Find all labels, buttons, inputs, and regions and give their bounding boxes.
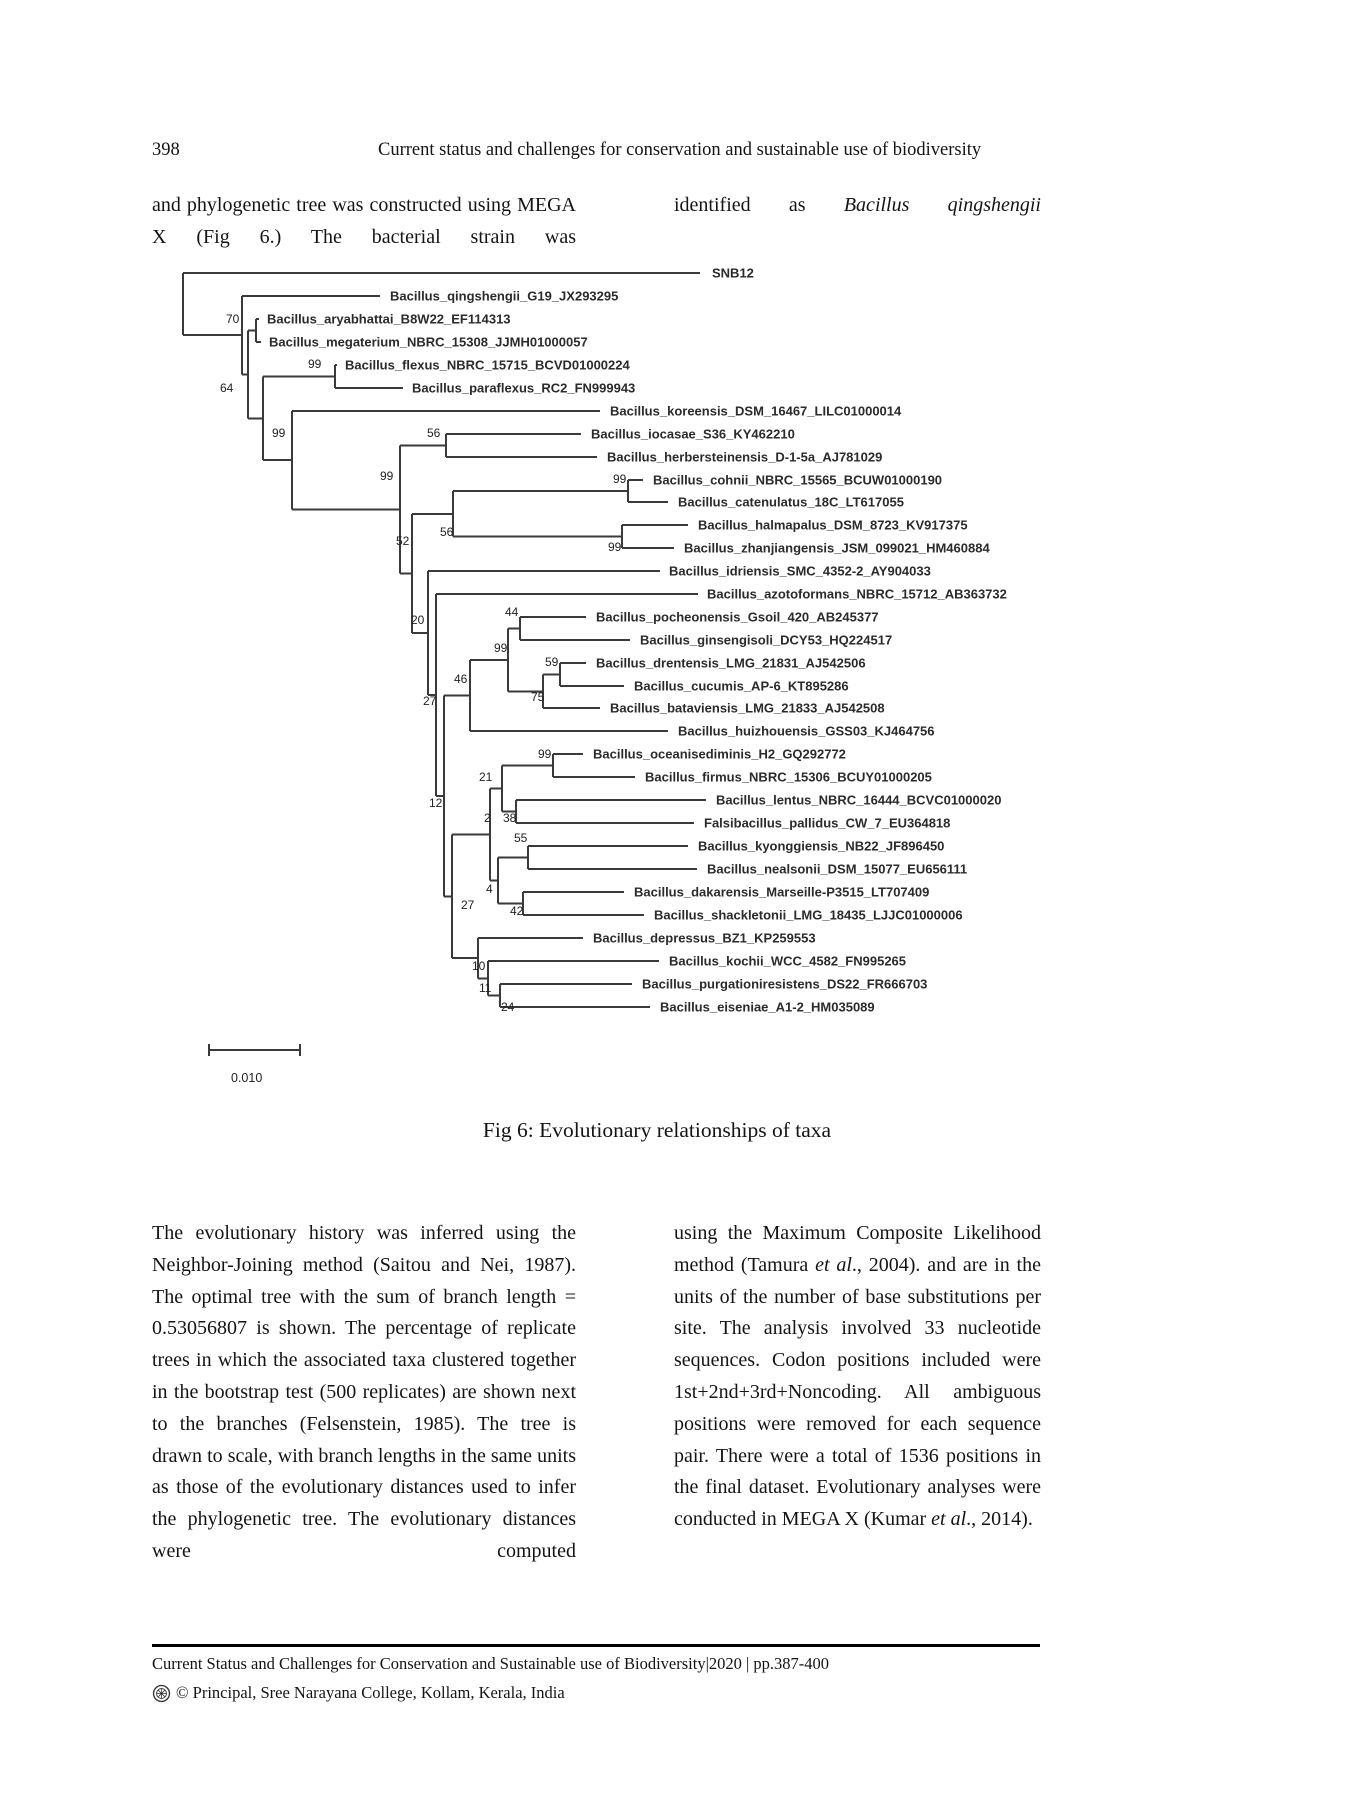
taxon-label: Bacillus_herbersteinensis_D-1-5a_AJ78102… xyxy=(607,450,882,465)
bootstrap-value: 10 xyxy=(472,959,486,973)
footer-citation: Current Status and Challenges for Conser… xyxy=(152,1654,830,1673)
bootstrap-value: 75 xyxy=(531,690,545,704)
taxon-label: Bacillus_dakarensis_Marseille-P3515_LT70… xyxy=(634,885,929,900)
taxon-label: Falsibacillus_pallidus_CW_7_EU364818 xyxy=(704,816,950,831)
bootstrap-value: 20 xyxy=(411,613,425,627)
bootstrap-value: 27 xyxy=(461,898,475,912)
taxon-label: Bacillus_zhanjiangensis_JSM_099021_HM460… xyxy=(684,541,990,556)
figure-caption: Fig 6: Evolutionary relationships of tax… xyxy=(482,1118,832,1142)
taxon-label: Bacillus_eiseniae_A1-2_HM035089 xyxy=(660,1000,875,1015)
bootstrap-value: 99 xyxy=(608,540,622,554)
footer-copyright: © Principal, Sree Narayana College, Koll… xyxy=(152,1683,565,1703)
taxon-label: Bacillus_pocheonensis_Gsoil_420_AB245377 xyxy=(596,610,879,625)
bootstrap-value: 21 xyxy=(479,770,493,784)
bootstrap-value: 99 xyxy=(272,426,286,440)
phylogenetic-tree-figure: SNB12Bacillus_qingshengii_G19_JX293295Ba… xyxy=(182,266,1007,1085)
bootstrap-value: 52 xyxy=(396,534,410,548)
taxon-label: Bacillus_bataviensis_LMG_21833_AJ542508 xyxy=(610,701,885,716)
bootstrap-value: 99 xyxy=(613,472,627,486)
bootstrap-value: 12 xyxy=(429,796,443,810)
footer-copyright-text: © Principal, Sree Narayana College, Koll… xyxy=(176,1683,565,1702)
taxon-label: Bacillus_kochii_WCC_4582_FN995265 xyxy=(669,954,906,969)
taxon-label: Bacillus_catenulatus_18C_LT617055 xyxy=(678,495,904,510)
taxon-label: Bacillus_purgationiresistens_DS22_FR6667… xyxy=(642,977,927,992)
taxon-label: Bacillus_azotoformans_NBRC_15712_AB36373… xyxy=(707,587,1007,602)
bootstrap-value: 99 xyxy=(538,747,552,761)
bootstrap-value: 55 xyxy=(514,831,528,845)
taxon-label: Bacillus_cucumis_AP-6_KT895286 xyxy=(634,679,849,694)
running-title: Current status and challenges for conser… xyxy=(378,140,982,160)
body-paragraph-right: using the Maximum Composite Likelihood m… xyxy=(674,1222,1041,1531)
footer-divider xyxy=(152,1644,1040,1647)
taxon-label: Bacillus_shackletonii_LMG_18435_LJJC0100… xyxy=(654,908,963,923)
body-paragraph-left: The evolutionary history was inferred us… xyxy=(152,1222,576,1562)
taxon-label: Bacillus_idriensis_SMC_4352-2_AY904033 xyxy=(669,564,931,579)
bootstrap-value: 44 xyxy=(505,605,519,619)
bootstrap-value: 56 xyxy=(427,426,441,440)
bootstrap-value: 38 xyxy=(503,811,517,825)
taxon-label: Bacillus_cohnii_NBRC_15565_BCUW01000190 xyxy=(653,473,942,488)
taxon-label: Bacillus_kyonggiensis_NB22_JF896450 xyxy=(698,839,944,854)
taxon-label: Bacillus_firmus_NBRC_15306_BCUY01000205 xyxy=(645,770,932,785)
taxon-label: Bacillus_flexus_NBRC_15715_BCVD01000224 xyxy=(345,358,630,373)
taxon-label: Bacillus_ginsengisoli_DCY53_HQ224517 xyxy=(640,633,892,648)
taxon-label: Bacillus_qingshengii_G19_JX293295 xyxy=(390,289,618,304)
bootstrap-value: 24 xyxy=(501,1000,515,1014)
taxon-label: Bacillus_paraflexus_RC2_FN999943 xyxy=(412,381,635,396)
taxon-label: Bacillus_megaterium_NBRC_15308_JJMH01000… xyxy=(269,335,588,350)
scale-bar-label: 0.010 xyxy=(231,1071,262,1085)
taxon-label: Bacillus_halmapalus_DSM_8723_KV917375 xyxy=(698,518,968,533)
taxon-label: Bacillus_lentus_NBRC_16444_BCVC01000020 xyxy=(716,793,1001,808)
bootstrap-value: 4 xyxy=(486,882,493,896)
page-number: 398 xyxy=(152,140,180,160)
bootstrap-value: 56 xyxy=(440,525,454,539)
bootstrap-value: 27 xyxy=(423,694,437,708)
bootstrap-value: 59 xyxy=(545,655,559,669)
intro-paragraph-left: and phylogenetic tree was constructed us… xyxy=(152,194,576,248)
taxon-label: SNB12 xyxy=(712,266,754,281)
bootstrap-value: 99 xyxy=(308,357,322,371)
bootstrap-value: 99 xyxy=(494,641,508,655)
bootstrap-value: 2 xyxy=(484,811,491,825)
taxon-label: Bacillus_iocasae_S36_KY462210 xyxy=(591,427,795,442)
taxon-label: Bacillus_huizhouensis_GSS03_KJ464756 xyxy=(678,724,935,739)
college-emblem-icon xyxy=(152,1684,171,1702)
intro-paragraph-right: identified as Bacillus qingshengii xyxy=(674,194,1041,216)
taxon-label: Bacillus_oceanisediminis_H2_GQ292772 xyxy=(593,747,846,762)
bootstrap-value: 99 xyxy=(380,469,394,483)
taxon-label: Bacillus_drentensis_LMG_21831_AJ542506 xyxy=(596,656,866,671)
taxon-label: Bacillus_nealsonii_DSM_15077_EU656111 xyxy=(707,862,967,877)
taxon-label: Bacillus_aryabhattai_B8W22_EF114313 xyxy=(267,312,511,327)
bootstrap-value: 11 xyxy=(479,981,492,995)
bootstrap-value: 42 xyxy=(510,904,524,918)
taxon-label: Bacillus_koreensis_DSM_16467_LILC0100001… xyxy=(610,404,902,419)
bootstrap-value: 70 xyxy=(226,312,240,326)
bootstrap-value: 64 xyxy=(220,381,234,395)
taxon-label: Bacillus_depressus_BZ1_KP259553 xyxy=(593,931,816,946)
bootstrap-value: 46 xyxy=(454,672,468,686)
